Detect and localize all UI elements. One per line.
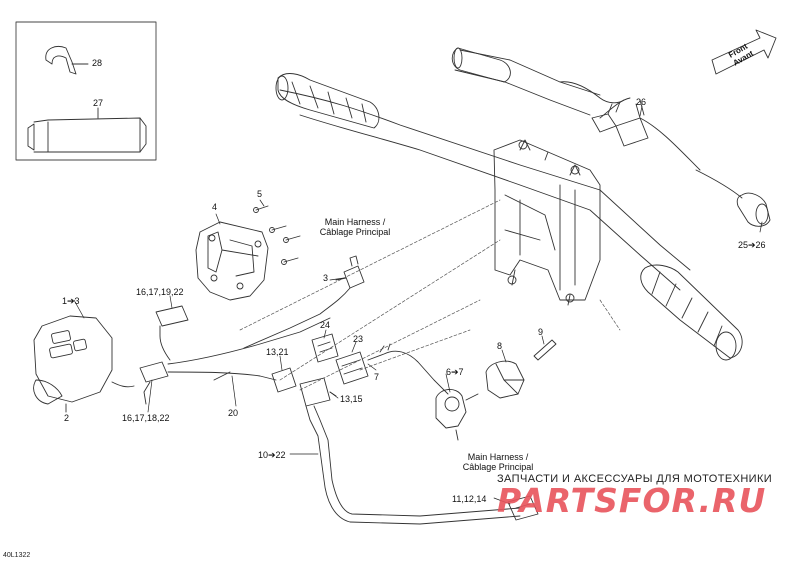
- connector-16-17-19-22: [155, 305, 189, 327]
- main-harness-line-2: Câblage Principal: [319, 227, 391, 237]
- connector-3: [343, 265, 365, 289]
- callout-20: 20: [228, 408, 239, 418]
- figure-code: 40L1322: [3, 552, 31, 559]
- callout-27: 27: [93, 98, 104, 108]
- throttle-sensor: [435, 389, 467, 429]
- grease-tube: [27, 117, 147, 153]
- callout-16-17-19-22: 16,17,19,22: [136, 287, 184, 297]
- callout-13-21: 13,21: [266, 347, 289, 357]
- callout-5: 5: [257, 189, 263, 199]
- handlebar: [279, 49, 691, 291]
- connector-11-12-14: [507, 495, 539, 521]
- switch-housing: [195, 221, 269, 301]
- front-arrow: [711, 29, 777, 75]
- main-harness-label-bottom: Main Harness / Câblage Principal: [463, 452, 534, 472]
- callout-13-15: 13,15: [340, 394, 363, 404]
- main-harness-line-2: Câblage Principal: [462, 462, 534, 472]
- callout-25-26: 25➔26: [738, 240, 766, 250]
- connector-13-21: [271, 367, 297, 393]
- callout-26: 26: [636, 97, 647, 107]
- callout-6-7: 6➔7: [446, 367, 464, 377]
- main-harness-label-top: Main Harness / Câblage Principal: [320, 217, 391, 237]
- main-harness-line-1: Main Harness /: [324, 217, 386, 227]
- harness-20: [167, 317, 331, 365]
- callout-16-17-18-22: 16,17,18,22: [122, 413, 170, 423]
- main-harness-line-1: Main Harness /: [467, 452, 529, 462]
- pin-9: [533, 339, 557, 361]
- right-grip: [640, 264, 743, 359]
- callout-4: 4: [212, 202, 218, 212]
- connector-13-15: [299, 377, 331, 407]
- kit-box: [15, 21, 157, 161]
- screw: [255, 205, 301, 263]
- callout-28: 28: [92, 58, 103, 68]
- watermark-title: ЗАПЧАСТИ И АКСЕССУАРЫ ДЛЯ МОТОТЕХНИКИ: [497, 473, 773, 485]
- clip-part: [45, 46, 77, 75]
- callout-24: 24: [320, 320, 331, 330]
- connector-24: [311, 333, 339, 363]
- handlebar-clamp: [493, 139, 601, 301]
- throttle-lever-8: [485, 360, 525, 399]
- connector-26b: [615, 117, 649, 147]
- callout-7: 7: [374, 372, 380, 382]
- connector-16-17-18-22: [139, 361, 169, 383]
- callout-10-22: 10➔22: [258, 450, 286, 460]
- left-switch: [33, 315, 113, 403]
- connector-23: [335, 351, 369, 385]
- grip-end-sleeve: [736, 192, 771, 227]
- connector-26a: [591, 113, 617, 133]
- callout-1-3: 1➔3: [62, 296, 80, 306]
- callout-2: 2: [64, 413, 70, 423]
- left-grip: [277, 73, 380, 129]
- watermark-logo: PARTSFOR.RU: [497, 481, 767, 520]
- callout-3: 3: [323, 273, 329, 283]
- callout-8: 8: [497, 341, 503, 351]
- callout-23: 23: [353, 334, 364, 344]
- callout-9: 9: [538, 327, 544, 337]
- callout-11-12-14: 11,12,14: [452, 494, 487, 504]
